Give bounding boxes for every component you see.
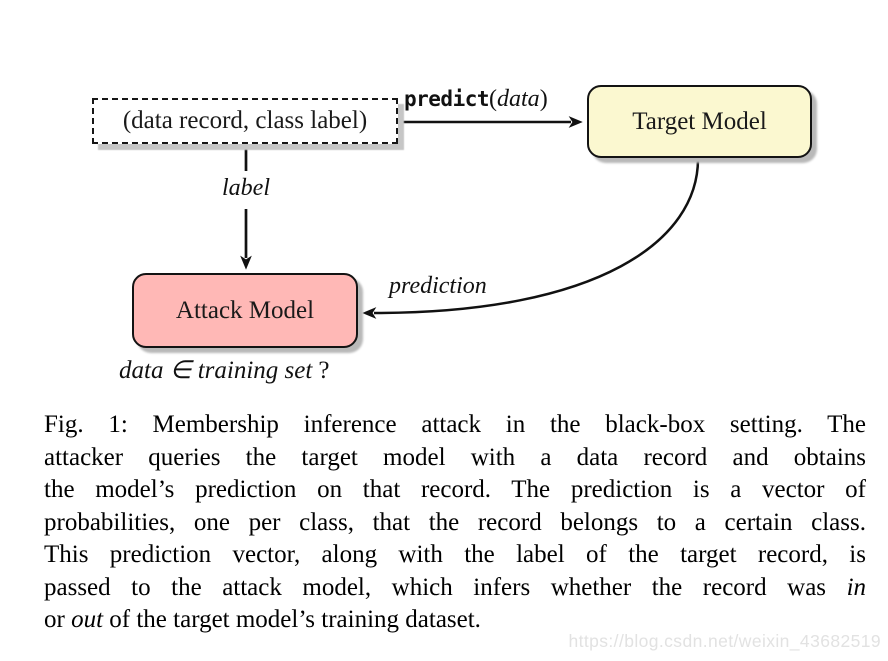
target-model-box: Target Model (587, 85, 812, 158)
prediction-edge-label: prediction (389, 273, 487, 299)
caption-line: the model’s prediction on that record. T… (44, 476, 866, 503)
membership-question-expr: data ∈ training set (119, 357, 313, 384)
predict-paren-close: ) (539, 86, 548, 112)
caption-line: This prediction vector, along with the l… (44, 541, 866, 568)
caption-line: Fig. 1: Membership inference attack in t… (44, 411, 866, 438)
predict-function-name: predict (404, 87, 490, 111)
label-edge-label: label (222, 175, 270, 201)
target-model-label: Target Model (632, 107, 767, 135)
caption-line: or out of the target model’s training da… (44, 606, 481, 633)
caption-italic-out: out (71, 606, 104, 633)
caption-line: probabilities, one per class, that the r… (44, 508, 866, 536)
attack-model-label: Attack Model (175, 296, 315, 324)
membership-question-mark: ? (318, 357, 330, 384)
caption-line: attacker queries the target model with a… (44, 443, 866, 471)
attack-model-box: Attack Model (132, 273, 358, 348)
caption-italic-in: in (846, 573, 867, 601)
predict-paren-open: ( (489, 86, 498, 112)
membership-question: data ∈ training set? (119, 355, 329, 385)
figure-caption: Fig. 1: Membership inference attack in t… (44, 409, 866, 637)
caption-line: passed to the attack model, which infers… (44, 573, 867, 601)
data-record-box: (data record, class label) (92, 98, 398, 144)
data-record-box-label: (data record, class label) (122, 107, 368, 134)
predict-argument: data (497, 86, 540, 112)
csdn-watermark: https://blog.csdn.net/weixin_43682519 (568, 631, 881, 651)
predict-edge-label: predict(data) (404, 86, 548, 113)
